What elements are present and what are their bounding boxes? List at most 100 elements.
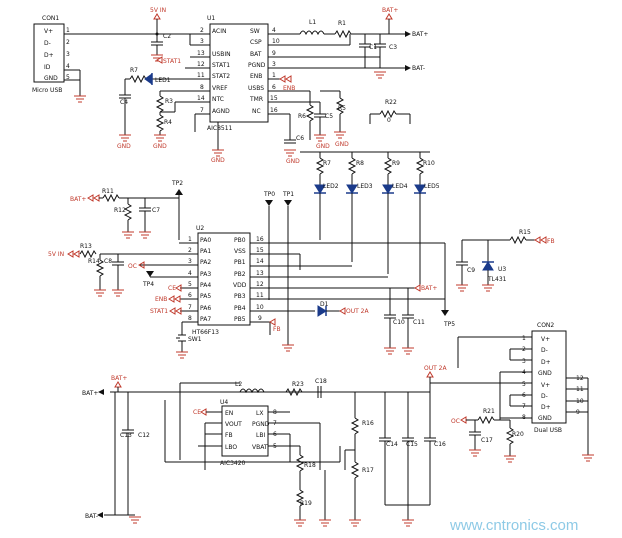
u2-lnum-6: 7 (188, 304, 192, 311)
u2-lnum-2: 3 (188, 258, 192, 265)
batp-bottom-label: BAT+ (111, 375, 127, 382)
u1-right-2: BAT (250, 51, 262, 58)
u1-right-6: TMR (249, 96, 263, 103)
u1-ref: U1 (207, 15, 215, 22)
tp5-label: TP5 (443, 321, 455, 328)
r23-label: R23 (292, 381, 304, 388)
r3-label: R3 (165, 98, 173, 105)
con2-name: Dual USB (534, 427, 562, 434)
vin-top: 5V IN C2 (150, 7, 171, 62)
u2-right-6: PB4 (234, 305, 246, 312)
u1-lnum-5: 8 (200, 84, 204, 91)
u2-ref: U2 (196, 225, 204, 232)
bat-left-top-label: BAT+ (82, 390, 98, 397)
r17-label: R17 (362, 467, 374, 474)
r5-label: R5 (338, 105, 346, 112)
test-points-top: TP0 TP1 TP2 (171, 180, 294, 300)
u1-rnum-3: 3 (272, 61, 276, 68)
u2-left-6: PA6 (200, 305, 211, 312)
oc-bottom-label: OC (451, 418, 460, 425)
c10-label: C10 (393, 319, 405, 326)
led2-label: LED2 (323, 183, 339, 190)
led4-label: LED4 (392, 183, 408, 190)
u4-chip: L2 R23 C18 U4 EN VOUT FB LBO LX PGND LBI… (164, 378, 341, 527)
u2-left-2: PA2 (200, 259, 211, 266)
u2-left-0: PA0 (200, 237, 211, 244)
batp-u2-label: BAT+ (421, 285, 437, 292)
r22-block: R22 0 (369, 99, 411, 124)
c6-label: C6 (296, 135, 304, 142)
u2-right-3: PB2 (234, 271, 246, 278)
bat-left-bot-label: BAT- (85, 513, 98, 520)
l2-label: L2 (235, 381, 242, 388)
u2-rnum-3: 13 (256, 270, 264, 277)
gnd-c4: GND (117, 143, 131, 150)
con2-ref: CON2 (537, 322, 554, 329)
c7-label: C7 (152, 207, 160, 214)
u3-name: TL431 (487, 276, 507, 283)
enb-u2-label: ENB (155, 296, 167, 303)
u2-right-1: VSS (234, 248, 246, 255)
u2-name: HT66F13 (192, 329, 219, 336)
u1-right-0: SW (250, 28, 260, 35)
gnd-u1: GND (211, 157, 225, 164)
r4-label: R4 (164, 119, 172, 126)
u2-left-5: PA5 (200, 293, 211, 300)
u2-right-2: PB1 (234, 259, 246, 266)
out2a-bottom-label: OUT 2A (424, 365, 448, 372)
gnd-c6: GND (286, 158, 300, 165)
u4-right-2: LBI (256, 432, 265, 439)
u2-right-5: PB3 (234, 293, 246, 300)
stat1-label-top: STAT1 (163, 58, 181, 65)
led-indicator-array: R7 LED2 R8 LED3 R9 LED4 R10 LED5 (300, 151, 440, 285)
reference-circuit: C9 U3 TL431 R15 FB (456, 229, 555, 292)
u2-left-1: PA1 (200, 248, 211, 255)
u4-right-0: LX (256, 410, 263, 417)
u1-lnum-1: 3 (200, 38, 204, 45)
u4-left-0: EN (225, 410, 233, 417)
u1-rnum-7: 16 (270, 107, 278, 114)
u4-left-1: VOUT (225, 421, 242, 428)
u2-right-4: VDD (233, 282, 247, 289)
con1-connector: CON1 V+ D- D+ ID GND 1 2 3 4 5 Micro USB (32, 15, 210, 103)
batp-top-label: BAT+ (382, 7, 398, 14)
batp-r11-label: BAT+ (70, 196, 86, 203)
u1-left-network: STAT1 R7 LED1 C4 GND R3 R4 GND (117, 56, 181, 150)
enb-label: ENB (283, 85, 295, 92)
con1-pin-vplus: V+ (44, 28, 53, 35)
u4-ref: U4 (220, 399, 228, 406)
u2-lnum-5: 6 (188, 292, 192, 299)
oc-u2-label: OC (128, 263, 137, 270)
u1-left-0: ACIN (212, 28, 226, 35)
r16-label: R16 (362, 420, 374, 427)
fb-u2-label: FB (273, 326, 281, 333)
u2-rnum-4: 12 (256, 281, 264, 288)
u2-lnum-4: 5 (188, 281, 192, 288)
gnd-c5: GND (316, 143, 330, 150)
u2-lnum-1: 2 (188, 247, 192, 254)
output-filter: R16 R17 C14 C15 C16 (344, 392, 446, 527)
fb-ref-label: FB (547, 238, 555, 245)
c18-label: C18 (315, 378, 327, 385)
ce-u4-label: CE (193, 409, 201, 416)
u4-right-1: PGND (252, 421, 270, 428)
c14-label: C14 (386, 441, 398, 448)
u2-left-3: PA3 (200, 271, 211, 278)
con1-pin-gnd: GND (44, 75, 58, 82)
u2-lnum-3: 4 (188, 270, 192, 277)
u1-name: AIC8511 (207, 125, 233, 132)
con2-pin-2: D+ (541, 359, 551, 366)
u1-right-network: ENB C6 R6 C5 GND R5 GND GND (279, 75, 349, 165)
r22-value: 0 (387, 117, 391, 124)
led5-label: LED5 (424, 183, 440, 190)
c1-label: C1 (369, 44, 377, 51)
u2-rnum-6: 10 (256, 304, 264, 311)
u1-right-3: PGND (248, 62, 266, 69)
con1-num5: 5 (66, 74, 70, 81)
u1-output-stage: L1 R1 BAT+ C1 C3 BAT+ BAT- (299, 7, 428, 79)
r14-label: R14 (88, 258, 100, 265)
r22-label: R22 (385, 99, 397, 106)
ce-u2-label: CE (168, 285, 176, 292)
con2-pin-3: GND (538, 370, 552, 377)
r19-label: R19 (300, 500, 312, 507)
